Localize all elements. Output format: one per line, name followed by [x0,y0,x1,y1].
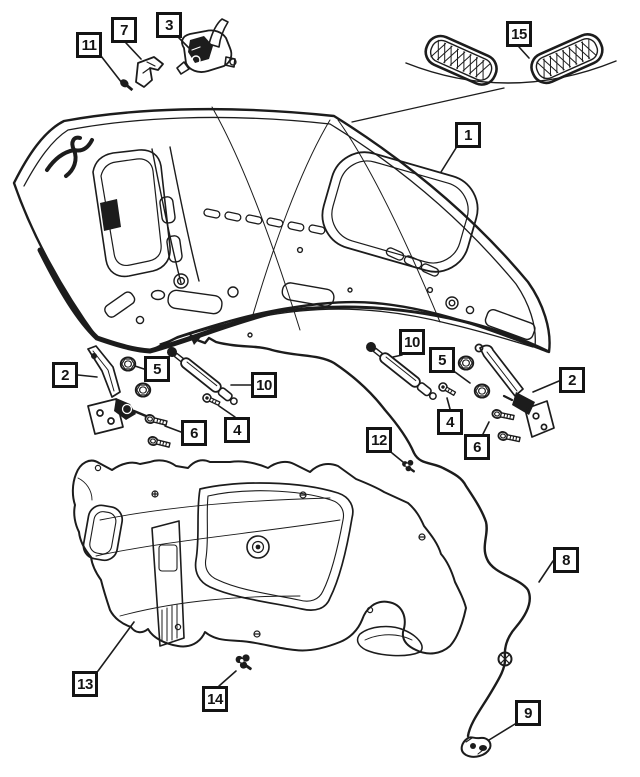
callout-8[interactable]: 8 [553,547,579,573]
callout-label: 11 [81,36,97,54]
leader-lines [77,37,560,741]
callout-11[interactable]: 11 [76,32,102,58]
hood-hinge-right [474,343,555,438]
callout-15[interactable]: 15 [506,21,532,47]
callout-label: 5 [153,360,161,378]
callout-label: 9 [524,704,532,722]
hood-latch [176,18,237,75]
callout-label: 8 [562,551,570,569]
callout-10-right[interactable]: 10 [399,329,425,355]
hood-scoop-vents [351,33,617,123]
callout-label: 10 [256,376,272,394]
callout-13[interactable]: 13 [72,671,98,697]
latch-bracket [135,56,164,88]
callout-5-right[interactable]: 5 [429,347,455,373]
stud-left [200,391,222,409]
leader-2R [532,380,560,393]
leader-3 [178,37,190,49]
callout-5-left[interactable]: 5 [144,356,170,382]
callout-label: 1 [464,126,472,144]
leader-12 [391,452,404,463]
hood-hinge-left [87,345,148,435]
callout-label: 14 [207,690,223,708]
hood-panel [12,106,551,354]
callout-label: 10 [404,333,420,351]
clip-14 [234,653,254,672]
vent-slats [203,208,440,277]
callout-4-right[interactable]: 4 [437,409,463,435]
callout-6-left[interactable]: 6 [181,420,207,446]
washer-hose [45,135,94,178]
callout-14[interactable]: 14 [202,686,228,712]
screw-11 [120,79,134,92]
callout-label: 12 [371,431,387,449]
leader-5R [454,371,471,384]
leader-14 [218,670,237,687]
callout-2-right[interactable]: 2 [559,367,585,393]
callout-6-right[interactable]: 6 [464,434,490,460]
callout-label: 7 [120,21,128,39]
leader-4R [446,397,451,410]
callout-label: 2 [61,366,69,384]
callout-label: 3 [165,16,173,34]
leader-6L [164,425,182,433]
leader-7 [125,42,142,60]
leader-4L [218,405,236,418]
leader-6R [482,421,490,435]
vent-left [424,34,498,86]
leader-13 [97,621,135,672]
bolts-left [143,413,172,450]
callout-label: 6 [190,424,198,442]
callout-label: 13 [77,675,93,693]
callout-label: 6 [473,438,481,456]
leader-2L [77,374,98,378]
leader-1 [440,147,457,173]
callout-1[interactable]: 1 [455,122,481,148]
vent-right [530,33,604,85]
clip-12 [401,459,417,474]
callout-9[interactable]: 9 [515,700,541,726]
leader-5L [134,365,145,370]
callout-label: 15 [511,25,527,43]
nuts-right [457,355,491,399]
stud-right [436,380,458,398]
callout-3[interactable]: 3 [156,12,182,38]
callout-12[interactable]: 12 [366,427,392,453]
callout-label: 5 [438,351,446,369]
cable-hook [460,736,492,758]
bolts-right [490,408,522,445]
release-cable [189,334,531,738]
callout-label: 4 [446,413,454,431]
leader-11 [100,55,123,84]
leader-10R [392,354,403,358]
leader-9 [488,723,516,741]
cable-grommet [497,651,513,667]
insulator-pad [71,459,467,657]
leader-15 [518,46,530,59]
callout-10-left[interactable]: 10 [251,372,277,398]
callout-2-left[interactable]: 2 [52,362,78,388]
leader-8 [538,560,554,583]
callout-label: 4 [233,421,241,439]
callout-7[interactable]: 7 [111,17,137,43]
callout-label: 2 [568,371,576,389]
callout-4-left[interactable]: 4 [224,417,250,443]
